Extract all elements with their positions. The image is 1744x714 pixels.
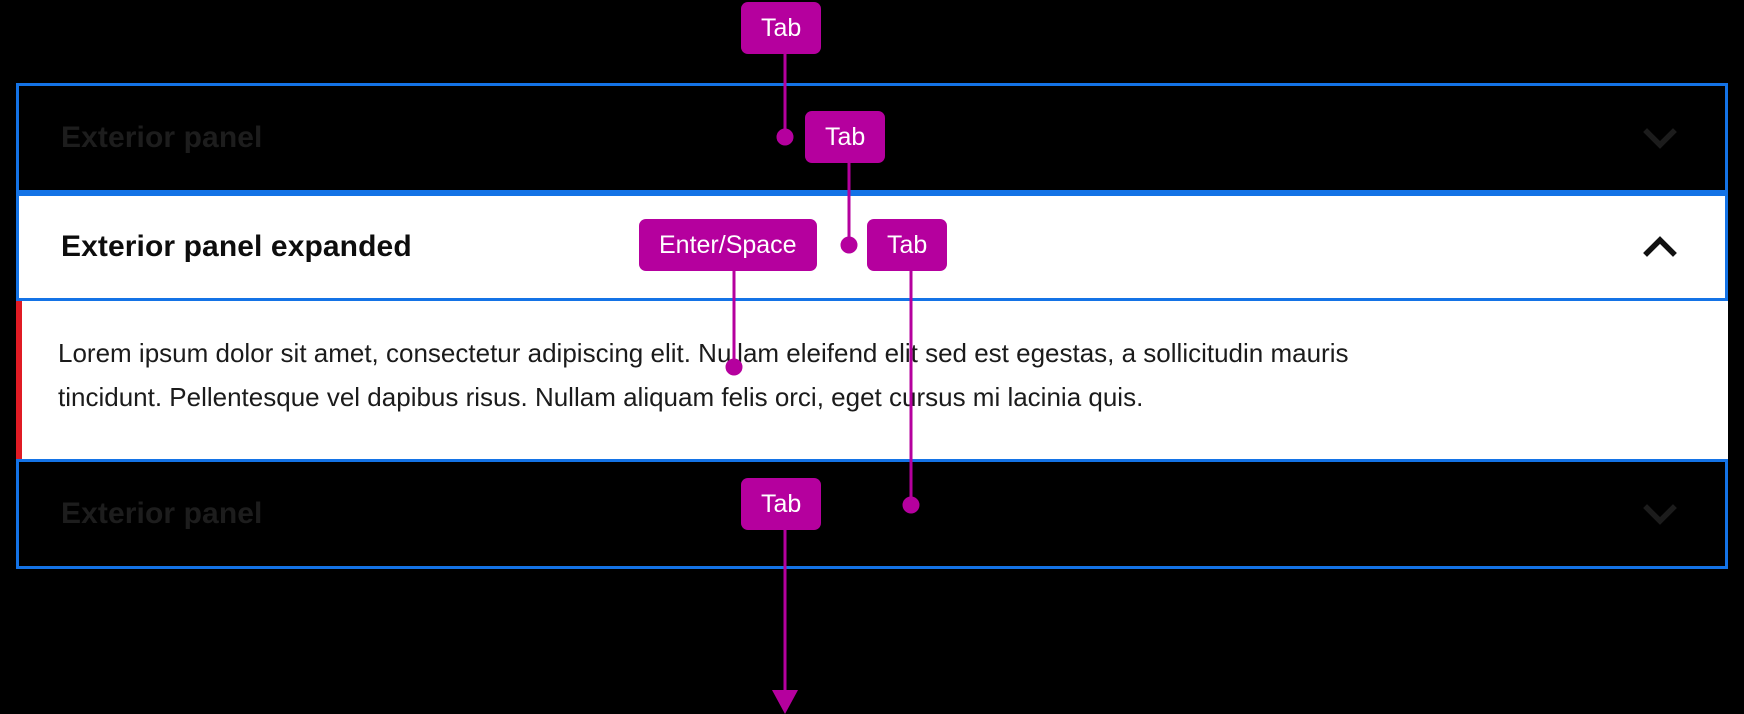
keycap-badge-tab-2[interactable]: Tab (805, 111, 886, 163)
panel-title-expanded: Exterior panel expanded (61, 230, 412, 263)
panel-header-bottom[interactable]: Exterior panel (16, 459, 1728, 569)
panel-title-top: Exterior panel (61, 121, 263, 154)
chevron-down-icon[interactable] (1639, 493, 1681, 535)
chevron-down-icon[interactable] (1639, 117, 1681, 159)
accordion-panel-bottom: Exterior panel (16, 459, 1728, 569)
accordion-panel-top: Exterior panel (16, 83, 1728, 193)
panel-body-text: Lorem ipsum dolor sit amet, consectetur … (58, 338, 1349, 412)
connector-arrowhead-tab-4 (772, 690, 798, 714)
panel-header-top[interactable]: Exterior panel (16, 83, 1728, 193)
keycap-badge-tab-4[interactable]: Tab (741, 478, 822, 530)
keycap-badge-tab-1[interactable]: Tab (741, 2, 822, 54)
panel-title-bottom: Exterior panel (61, 497, 263, 530)
accordion-stack: Exterior panel Exterior panel expanded L… (16, 83, 1728, 569)
chevron-up-icon[interactable] (1639, 226, 1681, 268)
keycap-badge-enter-space[interactable]: Enter/Space (639, 219, 817, 271)
panel-body-expanded: Lorem ipsum dolor sit amet, consectetur … (16, 301, 1728, 459)
keycap-badge-tab-3[interactable]: Tab (867, 219, 948, 271)
